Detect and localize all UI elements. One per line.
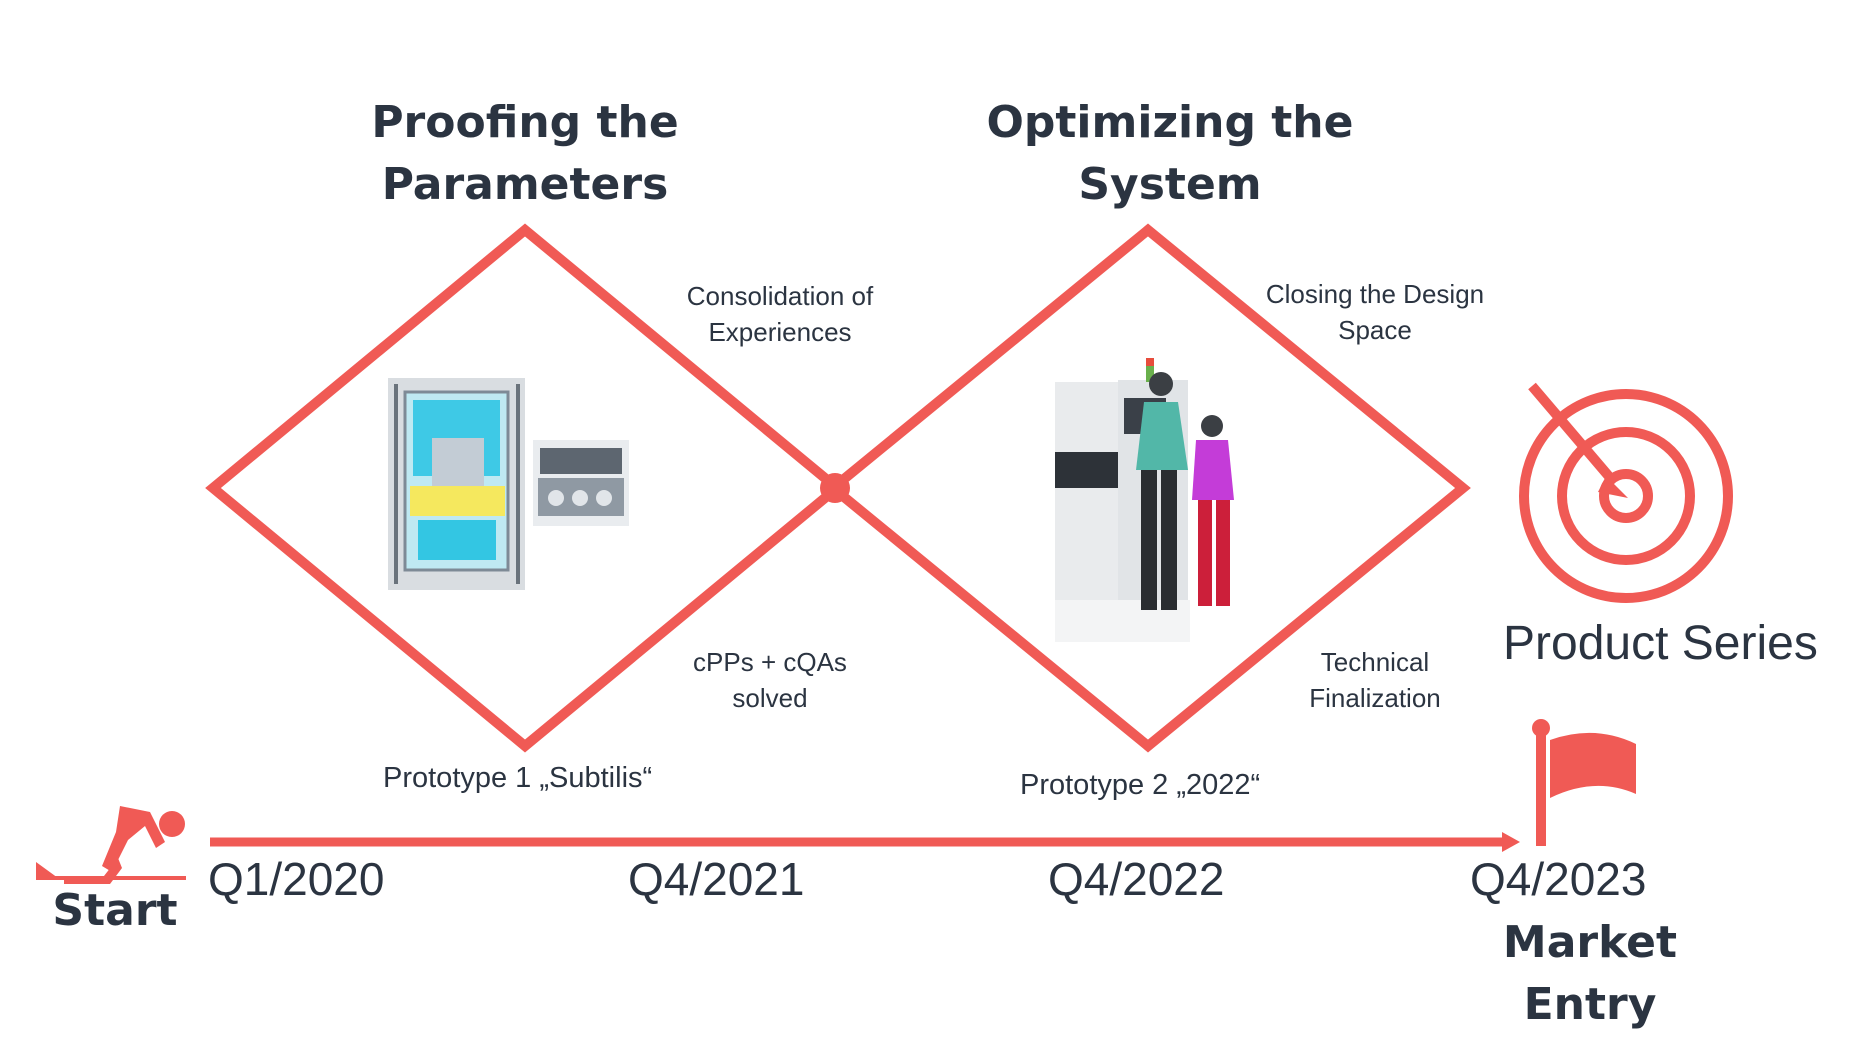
- timeline-date-4: Q4/2023: [1470, 853, 1647, 905]
- market-entry-label: Market Entry: [1502, 917, 1678, 1030]
- timeline-date-3: Q4/2022: [1048, 853, 1225, 905]
- timeline-date-1: Q1/2020: [208, 853, 385, 905]
- timeline-date-2: Q4/2021: [628, 853, 805, 905]
- phase-2-diamond: [825, 223, 1471, 753]
- prototype-2-label: Prototype 2 „2022“: [1020, 769, 1261, 801]
- timeline-arrowhead: [1502, 832, 1520, 852]
- flag-icon: [1532, 719, 1636, 846]
- phase-1-note-bottom: cPPs + cQAs solved: [693, 647, 847, 713]
- phase-2-note-bottom: Technical Finalization: [1309, 647, 1441, 713]
- phase-1-note-top: Consolidation of Experiences: [686, 281, 874, 347]
- runner-start-icon: [36, 806, 186, 884]
- product-series-label: Product Series: [1503, 617, 1818, 670]
- target-arrow-icon: [1519, 382, 1733, 603]
- start-label: Start: [52, 885, 178, 936]
- phase-1-diamond: [205, 223, 845, 753]
- phase-2-title: Optimizing the System: [986, 97, 1354, 210]
- prototype-1-image: [388, 378, 629, 590]
- prototype-1-label: Prototype 1 „Subtilis“: [383, 762, 653, 794]
- phase-2-note-top: Closing the Design Space: [1265, 279, 1485, 345]
- prototype-2-image: [1055, 358, 1234, 642]
- phase-1-title: Proofing the Parameters: [371, 97, 679, 210]
- junction-dot: [820, 473, 850, 503]
